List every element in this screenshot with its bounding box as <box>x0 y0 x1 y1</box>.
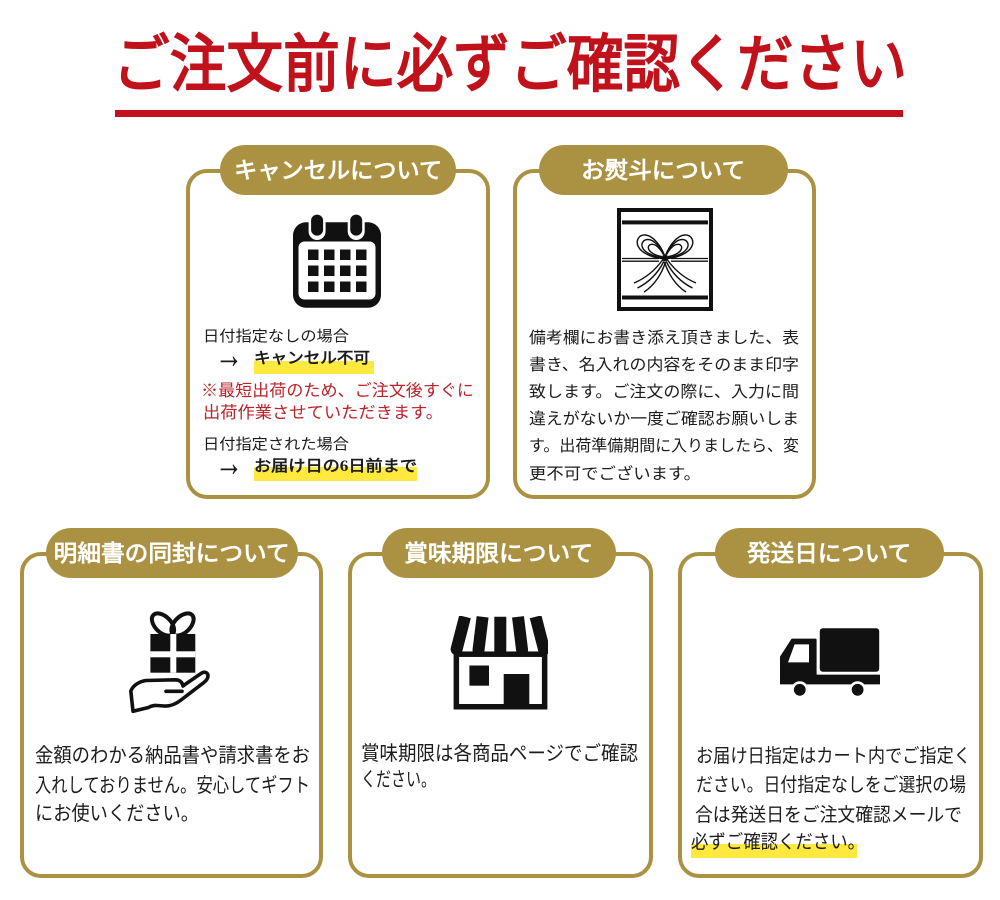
box-header-label: お熨斗について <box>581 157 746 183</box>
box-statement-header: 明細書の同封について <box>46 528 298 578</box>
box-header-label: キャンセルについて <box>234 157 442 183</box>
arrow-glyph: → <box>215 440 243 485</box>
highlight-check-shipping-date <box>690 843 857 859</box>
body-line: 致します。ご注文の際に、入力に間 <box>529 383 799 401</box>
body-line: す。出荷準備期間に入りましたら、変 <box>529 438 799 455</box>
page-title: ご注文前に必ずご確認ください <box>113 29 907 100</box>
body-line: ださい。日付指定なしをご選択の場 <box>696 775 966 796</box>
storefront-icon <box>450 616 548 710</box>
box-cancellation-header: キャンセルについて <box>220 145 456 195</box>
box-statement <box>20 552 323 878</box>
body-line: 賞味期限は各商品ページでご確認 <box>361 743 638 765</box>
calendar-icon <box>292 214 382 309</box>
body-line: 備考欄にお書き添え頂きました、表 <box>529 329 799 347</box>
body-line: 違えがないか一度ご確認お願いしま <box>529 410 799 428</box>
highlight-six-days-before <box>253 467 417 481</box>
delivery-truck-icon <box>780 628 880 699</box>
noshi-gift-icon <box>617 208 713 311</box>
box-noshi-header: お熨斗について <box>539 145 788 195</box>
box-expiration <box>348 552 653 878</box>
box-shipping <box>678 552 983 878</box>
gift-in-hand-icon <box>129 609 210 713</box>
body-line: 入れしておりません。安心してギフト <box>35 775 310 797</box>
body-line: 必ずご確認ください。 <box>691 832 865 853</box>
body-line: 出荷作業させていただきます。 <box>203 403 443 422</box>
title-underline <box>115 110 903 117</box>
box-header-label: 明細書の同封について <box>54 540 290 566</box>
highlight-cancel-not-allowed <box>253 360 374 374</box>
box-header-label: 賞味期限について <box>404 540 594 566</box>
body-line: 更不可でございます。 <box>529 465 701 483</box>
box-expiration-header: 賞味期限について <box>382 528 616 578</box>
body-line: 日付指定なしの場合 <box>203 329 349 345</box>
box-header-label: 発送日について <box>747 540 912 566</box>
body-line: ※最短出荷のため、ご注文後すぐに <box>201 381 474 400</box>
body-line: 金額のわかる納品書や請求書をお <box>35 745 310 767</box>
body-line: ください。 <box>361 769 436 791</box>
body-line: お届け日指定はカート内でご指定く <box>696 746 971 767</box>
body-line: 書き、名入れの内容をそのまま印字 <box>529 356 799 374</box>
box-shipping-header: 発送日について <box>715 528 944 578</box>
body-line: にお使いください。 <box>35 803 199 825</box>
highlighted-text: キャンセル不可 <box>254 350 370 367</box>
body-line: 合は発送日をご注文確認メールで <box>695 805 962 826</box>
highlighted-text: お届け日の6日前まで <box>254 458 417 475</box>
body-line: 日付指定された場合 <box>203 437 349 453</box>
arrow-glyph: → <box>215 332 243 377</box>
